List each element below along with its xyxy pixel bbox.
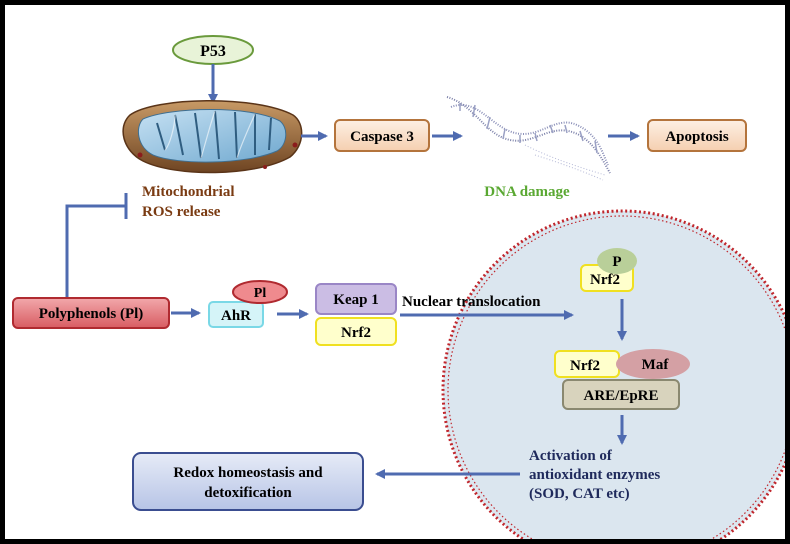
activation-line2: antioxidant enzymes — [529, 467, 660, 483]
polyphenols-label: Polyphenols (Pl) — [39, 306, 144, 322]
p53-label: P53 — [200, 43, 226, 60]
p53-node: P53 — [172, 35, 254, 65]
polyphenols-node: Polyphenols (Pl) — [12, 297, 170, 329]
apoptosis-label: Apoptosis — [665, 129, 729, 145]
phospho-node: P — [597, 248, 637, 274]
apoptosis-node: Apoptosis — [647, 119, 747, 152]
dna-damage-label: DNA damage — [484, 184, 570, 200]
caspase3-node: Caspase 3 — [334, 119, 430, 152]
nrf2-pathway-diagram: P53 Mitochondrial ROS release Caspase 3 — [12, 35, 785, 539]
maf-node: Maf — [616, 349, 690, 379]
keap1-node: Keap 1 — [315, 283, 397, 315]
are-epre-node: ARE/EpRE — [562, 379, 680, 410]
are-epre-label: ARE/EpRE — [583, 388, 658, 404]
phospho-label: P — [612, 254, 621, 270]
nrf2-bound-label: Nrf2 — [570, 358, 600, 374]
mito-label-line2: ROS release — [142, 204, 221, 220]
nrf2-bound-node: Nrf2 — [554, 350, 620, 378]
redox-node: Redox homeostasis and detoxification — [132, 452, 364, 511]
inhibition-line-polyphenols-to-ros — [65, 204, 125, 297]
nrf2-nucleus-label: Nrf2 — [590, 272, 620, 288]
pl-label: Pl — [254, 286, 267, 301]
mito-label-line1: Mitochondrial — [142, 184, 235, 200]
activation-line1: Activation of — [529, 448, 613, 464]
nuclear-translocation-label: Nuclear translocation — [402, 294, 541, 310]
ahr-node: AhR — [208, 301, 264, 328]
activation-line3: (SOD, CAT etc) — [529, 486, 630, 502]
dna-damage-illustration — [446, 96, 611, 181]
nrf2-cytosol-node: Nrf2 — [315, 317, 397, 346]
maf-label: Maf — [642, 357, 670, 373]
pl-node: Pl — [232, 280, 288, 304]
ahr-label: AhR — [221, 308, 251, 324]
redox-line2: detoxification — [204, 485, 292, 501]
nrf2-cytosol-label: Nrf2 — [341, 325, 371, 341]
mitochondrion-illustration — [122, 100, 303, 174]
nrf2-nucleus-node: Nrf2 — [580, 264, 634, 292]
keap1-label: Keap 1 — [333, 292, 378, 308]
caspase3-label: Caspase 3 — [350, 129, 414, 145]
redox-line1: Redox homeostasis and — [173, 465, 323, 481]
